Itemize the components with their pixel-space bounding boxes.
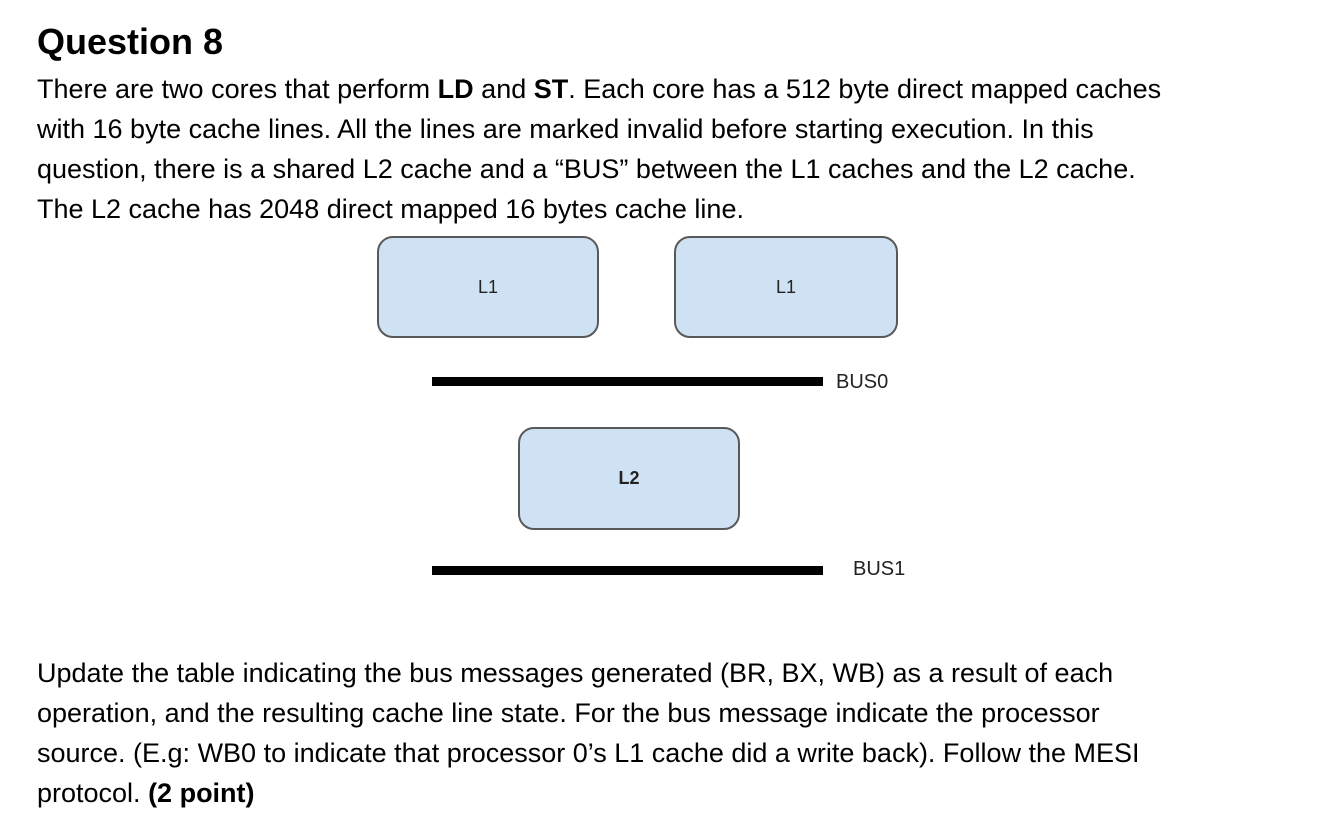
st-keyword: ST	[533, 74, 569, 104]
intro-line-1: There are two cores that perform LD and …	[37, 69, 1161, 109]
bus0-label: BUS0	[836, 371, 889, 393]
instruction-paragraph: Update the table indicating the bus mess…	[37, 653, 1140, 813]
bus1-line	[432, 566, 823, 575]
intro-line-3: question, there is a shared L2 cache and…	[37, 154, 1136, 184]
l2-cache: L2	[518, 427, 740, 530]
question-title: Question 8	[37, 21, 224, 62]
bus0-line	[432, 377, 823, 386]
bus1-label: BUS1	[853, 558, 906, 580]
l2-cache-label: L2	[618, 468, 640, 488]
intro-text: There are two cores that perform	[37, 74, 438, 104]
intro-paragraph: There are two cores that perform LD and …	[37, 69, 1161, 229]
l1-cache-label: L1	[477, 276, 499, 297]
intro-text: . Each core has a 512 byte direct mapped…	[568, 74, 1162, 104]
instruction-line-2: operation, and the resulting cache line …	[37, 698, 1100, 728]
intro-text: and	[473, 74, 534, 104]
instruction-line-1: Update the table indicating the bus mess…	[37, 658, 1114, 688]
l1-cache-label: L1	[775, 276, 797, 297]
ld-keyword: LD	[437, 74, 474, 104]
instruction-text: protocol.	[37, 778, 149, 808]
points-label: (2 point)	[148, 778, 255, 808]
instruction-line-4: protocol. (2 point)	[37, 773, 1140, 813]
intro-line-2: with 16 byte cache lines. All the lines …	[37, 114, 1094, 144]
instruction-line-3: source. (E.g: WB0 to indicate that proce…	[37, 738, 1140, 768]
l1-cache-core1: L1	[674, 236, 898, 338]
intro-line-4: The L2 cache has 2048 direct mapped 16 b…	[37, 194, 744, 224]
l1-cache-core0: L1	[377, 236, 599, 338]
